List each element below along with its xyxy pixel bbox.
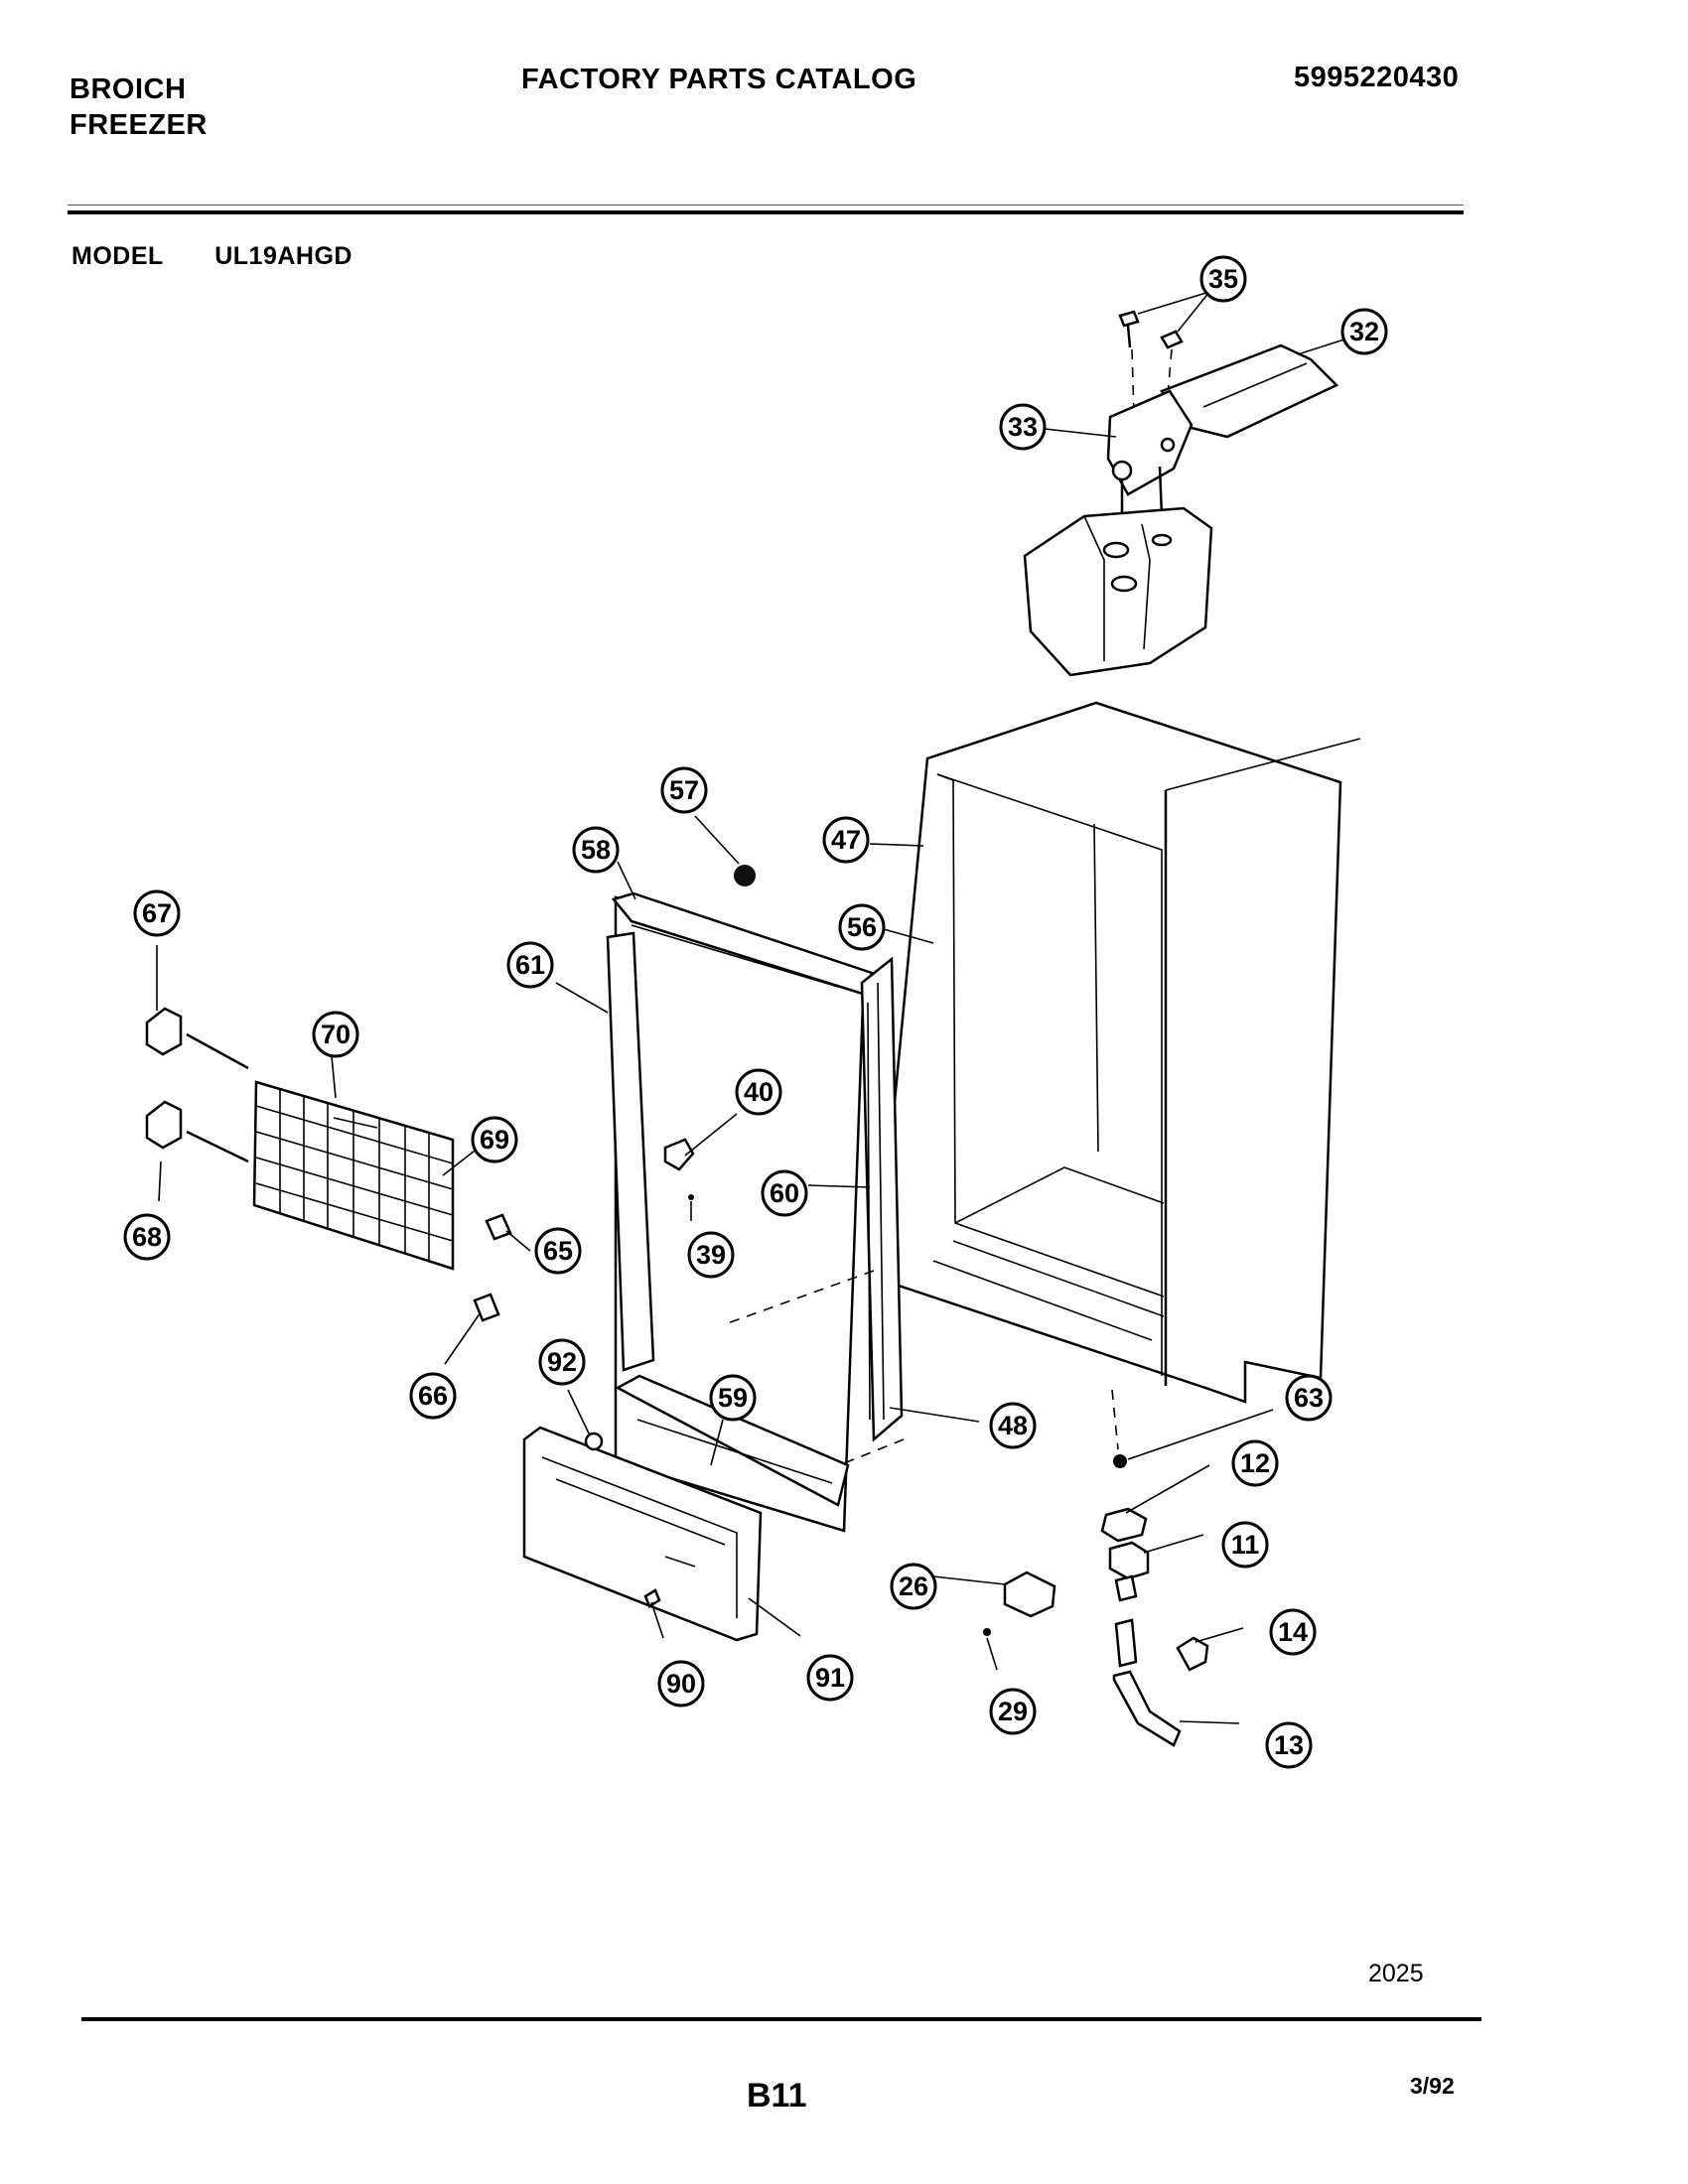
svg-text:29: 29 <box>998 1697 1028 1726</box>
callout-56: 56 <box>838 903 886 951</box>
footer-rule <box>81 2017 1481 2021</box>
svg-text:33: 33 <box>1008 412 1038 442</box>
svg-text:40: 40 <box>744 1077 774 1107</box>
callout-33: 33 <box>999 403 1047 451</box>
model-label: MODEL <box>71 242 164 270</box>
door-small-parts <box>663 865 756 1200</box>
callout-40: 40 <box>735 1068 782 1116</box>
svg-text:66: 66 <box>418 1381 448 1411</box>
svg-text:32: 32 <box>1349 317 1379 346</box>
svg-text:63: 63 <box>1294 1383 1324 1413</box>
svg-text:61: 61 <box>515 950 545 980</box>
callout-90: 90 <box>657 1660 705 1707</box>
callout-58: 58 <box>572 826 620 874</box>
svg-text:91: 91 <box>815 1663 845 1693</box>
leader-lines <box>156 291 1351 1724</box>
svg-text:65: 65 <box>543 1236 573 1266</box>
callout-68: 68 <box>123 1213 171 1261</box>
svg-text:60: 60 <box>770 1178 799 1208</box>
svg-text:59: 59 <box>718 1383 748 1413</box>
svg-text:12: 12 <box>1240 1448 1270 1478</box>
cabinet <box>876 701 1361 1450</box>
callout-60: 60 <box>761 1169 808 1217</box>
callout-61: 61 <box>506 941 554 989</box>
svg-text:67: 67 <box>142 898 172 928</box>
model-value: UL19AHGD <box>214 242 352 270</box>
callout-39: 39 <box>687 1231 735 1279</box>
callout-13: 13 <box>1265 1721 1313 1769</box>
svg-text:14: 14 <box>1278 1617 1308 1647</box>
callout-92: 92 <box>538 1338 586 1386</box>
brand-name: BROICH FREEZER <box>70 71 208 143</box>
drawing-number: 2025 <box>1368 1960 1424 1987</box>
catalog-number: 5995220430 <box>1294 62 1460 93</box>
svg-text:90: 90 <box>666 1669 696 1699</box>
kickplate <box>522 1426 763 1642</box>
svg-text:35: 35 <box>1208 264 1238 294</box>
svg-text:13: 13 <box>1274 1730 1304 1760</box>
svg-text:57: 57 <box>669 775 699 805</box>
brand-line-1: BROICH <box>70 73 187 105</box>
callout-26: 26 <box>890 1563 937 1610</box>
svg-text:56: 56 <box>847 912 877 942</box>
svg-text:39: 39 <box>696 1240 726 1270</box>
callout-63: 63 <box>1285 1374 1333 1422</box>
svg-text:48: 48 <box>998 1411 1028 1440</box>
svg-text:68: 68 <box>132 1222 162 1252</box>
svg-text:26: 26 <box>899 1571 928 1601</box>
grille <box>145 1007 512 1322</box>
svg-text:92: 92 <box>547 1347 577 1377</box>
brand-line-2: FREEZER <box>70 109 208 141</box>
callout-65: 65 <box>534 1227 582 1275</box>
callout-47: 47 <box>822 816 870 864</box>
callout-59: 59 <box>709 1374 757 1422</box>
top-hinge-assembly <box>1023 310 1339 677</box>
header-rule <box>68 210 1464 214</box>
svg-text:58: 58 <box>581 835 611 865</box>
callout-70: 70 <box>312 1011 359 1058</box>
callout-66: 66 <box>409 1372 457 1420</box>
svg-text:70: 70 <box>321 1020 351 1049</box>
callout-29: 29 <box>989 1688 1037 1735</box>
callout-57: 57 <box>660 766 708 814</box>
revision-date: 3/92 <box>1410 2073 1455 2099</box>
callout-69: 69 <box>471 1116 518 1163</box>
callout-67: 67 <box>133 889 181 937</box>
callout-11: 11 <box>1221 1521 1269 1569</box>
door-panel <box>606 891 905 1533</box>
callout-35: 35 <box>1199 255 1247 303</box>
page-id: B11 <box>747 2077 807 2115</box>
callout-14: 14 <box>1269 1608 1317 1656</box>
lower-right-parts <box>983 1454 1209 1747</box>
callout-12: 12 <box>1231 1439 1279 1487</box>
callout-91: 91 <box>806 1654 854 1702</box>
callout-48: 48 <box>989 1402 1037 1449</box>
svg-text:11: 11 <box>1231 1530 1260 1560</box>
model-line: MODEL UL19AHGD <box>71 242 352 271</box>
svg-text:69: 69 <box>480 1125 509 1155</box>
catalog-title: FACTORY PARTS CATALOG <box>521 64 917 95</box>
svg-text:47: 47 <box>831 825 861 855</box>
callout-32: 32 <box>1340 308 1388 355</box>
